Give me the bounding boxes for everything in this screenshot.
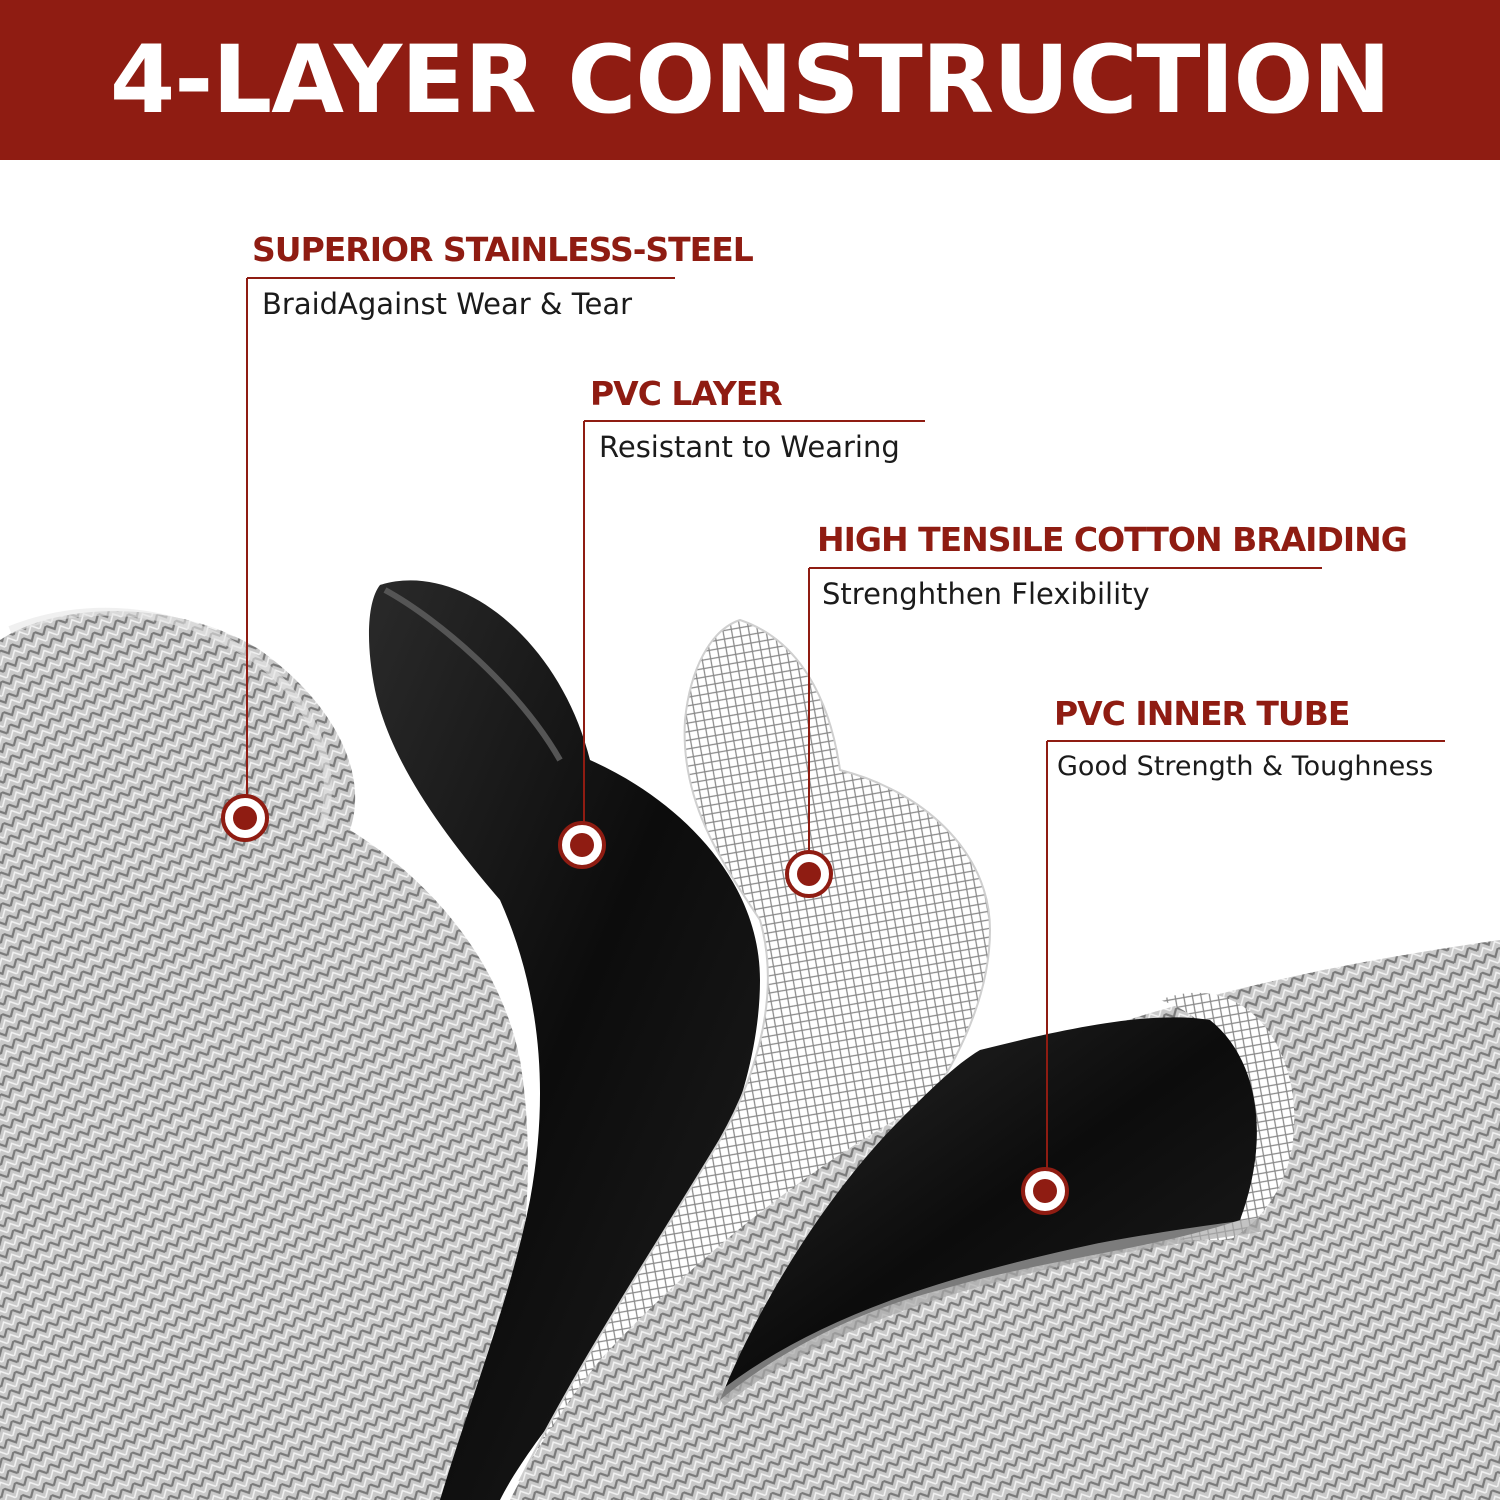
pvc-inner-tube-shape bbox=[720, 1017, 1257, 1400]
marker-3 bbox=[785, 850, 833, 898]
leader-line-4 bbox=[1046, 740, 1445, 1190]
callout-desc-inner-tube: Good Strength & Toughness bbox=[1057, 751, 1434, 782]
marker-2 bbox=[558, 821, 606, 869]
title-banner: 4-LAYER CONSTRUCTION bbox=[0, 0, 1500, 160]
marker-1 bbox=[221, 794, 269, 842]
callout-title-inner-tube: PVC INNER TUBE bbox=[1054, 694, 1350, 733]
callout-title-steel: SUPERIOR STAINLESS-STEEL bbox=[252, 230, 754, 269]
callout-desc-cotton: Strenghthen Flexibility bbox=[822, 577, 1150, 611]
leader-line-2 bbox=[583, 420, 925, 844]
callout-desc-steel: BraidAgainst Wear & Tear bbox=[262, 287, 633, 321]
callout-title-cotton: HIGH TENSILE COTTON BRAIDING bbox=[817, 520, 1408, 559]
steel-braid-left bbox=[0, 611, 528, 1500]
pvc-layer-shape bbox=[368, 580, 760, 1500]
leader-line-3 bbox=[808, 567, 1322, 874]
callout-title-pvc-layer: PVC LAYER bbox=[590, 374, 783, 413]
marker-4 bbox=[1021, 1167, 1069, 1215]
callout-desc-pvc-layer: Resistant to Wearing bbox=[599, 430, 900, 464]
banner-title: 4-LAYER CONSTRUCTION bbox=[109, 25, 1391, 135]
leader-line-1 bbox=[246, 277, 675, 818]
